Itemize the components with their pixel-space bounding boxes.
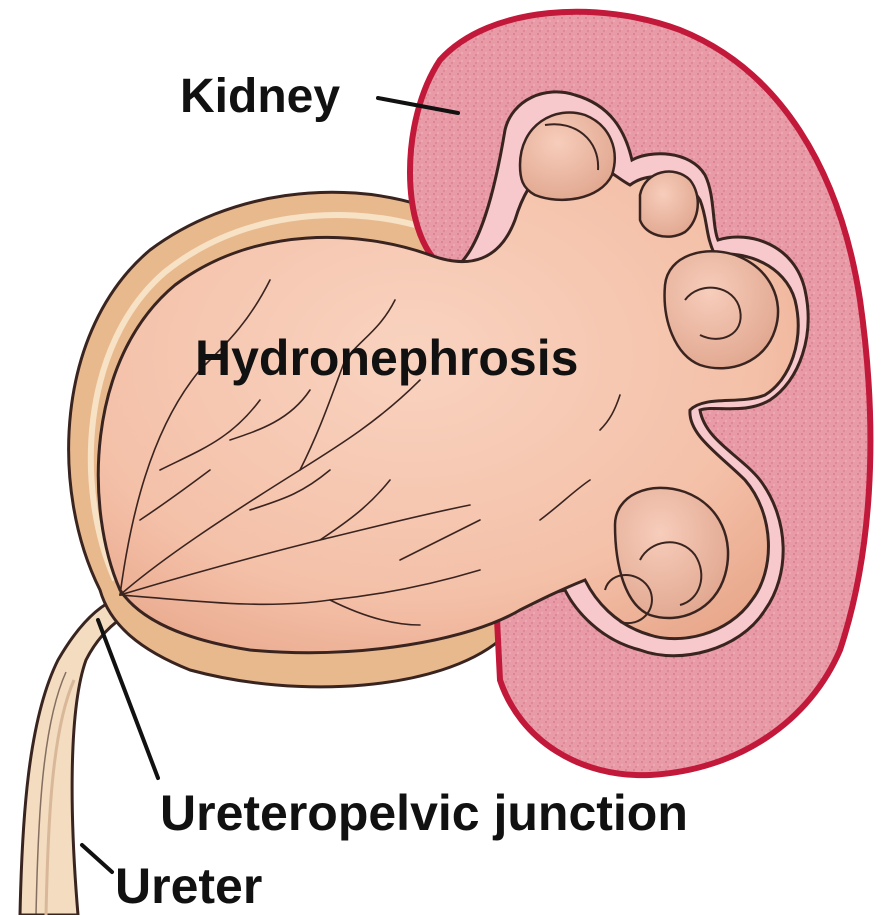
calyx-upper-middle (640, 172, 698, 237)
ureteropelvic-junction-label: Ureteropelvic junction (160, 785, 688, 841)
kidney-label: Kidney (180, 70, 340, 123)
ureter-label: Ureter (115, 858, 262, 914)
calyx-upper (520, 112, 615, 199)
hydronephrosis-label: Hydronephrosis (195, 330, 578, 386)
ureter-leader-line (82, 845, 112, 872)
